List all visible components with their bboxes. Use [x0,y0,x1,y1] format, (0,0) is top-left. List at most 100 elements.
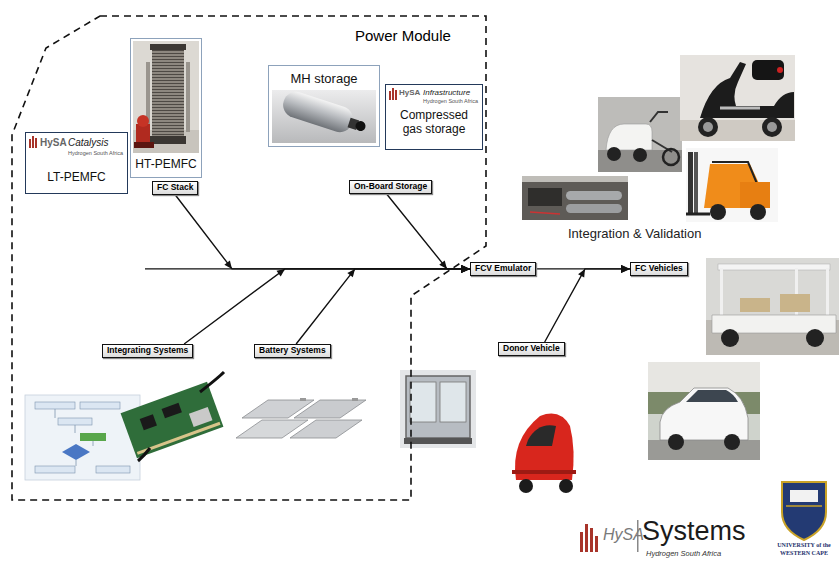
power-module-region: Power ModuleHT-PEMFCMH storageHySAInfras… [10,14,488,504]
battery-cells-photo [290,420,362,438]
battery-cells-photo [352,398,358,401]
component-logo-box: HySACatalysisHydrogen South AfricaLT-PEM… [25,132,128,194]
fuel-cell-trike-photo [650,112,668,122]
forklift-photo [688,152,693,214]
fuel-cell-golf-cart-photo [780,294,810,312]
fuel-cell-trike-photo [598,97,682,172]
fuel-cell-car-photo [724,434,740,450]
control-flowchart-image [62,444,90,460]
tag-label: Donor Vehicle [503,344,560,354]
fuel-cell-golf-cart-photo [720,268,723,318]
fuel-cell-stack-photo [133,41,199,153]
fuel-cell-car-photo [648,362,760,460]
fuel-cell-stack-photo [137,115,149,127]
logo-text: HySA [399,88,420,97]
logo-text: Catalysis [68,137,109,149]
control-flowchart-image [35,402,75,409]
fuel-cell-scooter-photo [762,117,782,137]
metal-hydride-cylinder-photo [280,89,357,136]
control-flowchart-image [25,395,140,480]
control-flowchart-image [80,433,106,441]
crest-text: WESTERN CAPE [780,550,828,557]
university-crest [782,482,826,540]
junction-arrowhead [224,260,234,271]
junction-arrowhead [276,266,287,276]
hysa-systems-logo-mark [585,524,588,552]
fuel-cell-scooter-photo [777,67,783,73]
refuelling-station-photo [404,438,472,444]
metal-hydride-cylinder-photo [272,89,376,143]
box-caption: LT-PEMFC [47,171,105,185]
integration-photo [522,176,628,220]
fuel-cell-golf-cart-photo [718,264,830,270]
logo-text: Systems [642,516,746,547]
university-crest [786,505,822,507]
forklift-photo [710,204,726,220]
category-tag: FC Stack [152,181,198,195]
logo-text: HySA [603,526,644,544]
logo-text: Hydrogen South Africa [646,550,721,559]
fuel-cell-scooter-photo [720,107,760,110]
forklift-photo [694,152,698,214]
control-board-photo [140,414,157,430]
fuel-cell-golf-cart-photo [806,329,824,347]
fuel-cell-trike-photo [598,97,682,172]
fuel-cell-scooter-photo [700,62,794,118]
hysa-logo-icon [392,88,394,100]
tag-label: FC Stack [157,183,193,193]
fuel-cell-stack-photo [186,62,190,132]
fuel-cell-car-photo [686,390,738,402]
fuel-cell-trike-photo [606,124,652,150]
junction-arrowhead [439,260,449,271]
box-caption: MH storage [290,72,357,87]
fuel-cell-car-photo [648,362,760,460]
junction-arrowhead [347,267,357,278]
forklift-photo [686,148,778,222]
fuel-cell-scooter-photo [680,55,795,141]
tag-label: FC Vehicles [635,264,683,274]
hysa-systems-logo-mark [580,532,583,552]
fuel-cell-stack-photo [134,142,154,148]
fuel-cell-scooter-photo [680,55,795,141]
integration-photo [528,188,562,206]
region-outline [10,14,488,504]
fuel-cell-car-photo [648,440,760,460]
fuel-cell-trike-photo [607,147,621,161]
forklift-photo [686,213,710,216]
tag-label: FCV Emulator [475,264,531,274]
battery-cells-photo [294,400,366,418]
logo-text: HySA [40,137,67,149]
forklift-photo [740,182,770,208]
fuel-cell-trike-photo [633,148,647,162]
metal-hydride-cylinder-photo [354,120,367,133]
fuel-cell-trike-photo [663,149,679,165]
fuel-cell-golf-cart-photo [826,268,829,318]
component-photo-box: HT-PEMFC [130,38,202,178]
integration-photo [530,212,560,214]
fuel-cell-stack-photo [152,50,184,138]
logo-text: Infrastructure [423,88,470,97]
fuel-cell-golf-cart-photo [706,258,839,355]
control-board-photo [200,372,224,392]
region-outline [12,16,486,500]
three-wheeler-photo [512,470,576,474]
branch-arrow [296,269,470,344]
refuelling-station-photo [440,382,466,422]
fuel-cell-scooter-photo [698,117,718,137]
fuel-cell-car-photo [668,434,684,450]
control-flowchart-image [35,466,75,473]
metal-hydride-cylinder-photo [348,118,367,133]
control-board-photo [121,382,224,459]
control-flowchart-image [25,395,140,480]
fuel-cell-car-photo [648,362,760,392]
logo-text: Hydrogen South Africa [68,150,123,156]
control-board-photo [138,448,150,461]
tag-label: On-Board Storage [354,182,427,192]
fuel-cell-scooter-photo [767,122,777,132]
branch-arrow [184,269,470,344]
hysa-logo-icon [32,136,34,148]
control-flowchart-image [96,466,130,473]
branch-arrow [175,195,470,269]
tag-label: Battery Systems [259,346,326,356]
